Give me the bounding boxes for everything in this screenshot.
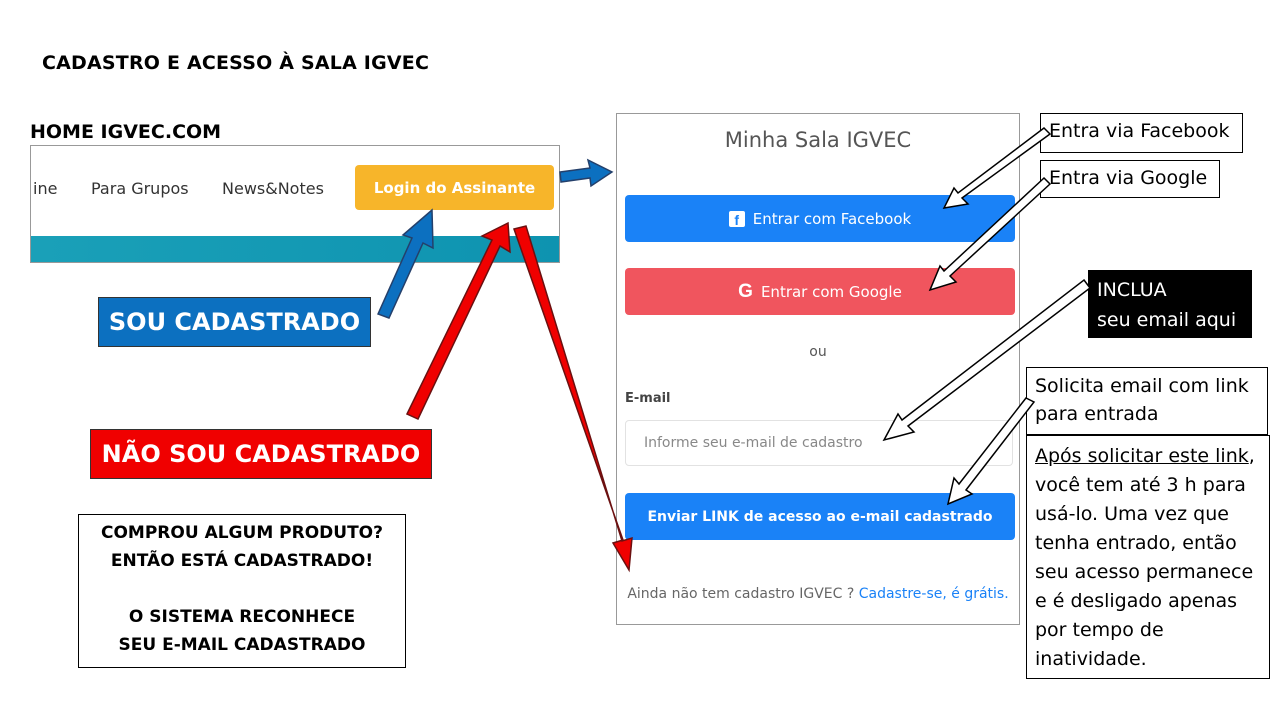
- callout-inclua: INCLUA seu email aqui: [1088, 270, 1252, 338]
- facebook-login-button[interactable]: f Entrar com Facebook: [625, 195, 1015, 242]
- google-button-label: Entrar com Google: [760, 282, 902, 301]
- callout-apos-underlined: Após solicitar este link: [1035, 445, 1249, 467]
- login-assinante-button[interactable]: Login do Assinante: [355, 165, 554, 210]
- note-line-2: ENTÃO ESTÁ CADASTRADO!: [110, 551, 374, 571]
- email-label: E-mail: [625, 391, 671, 406]
- nav-item-news-notes[interactable]: News&Notes: [222, 179, 324, 198]
- google-icon: G: [738, 280, 753, 302]
- callout-solicita-line-2: para entrada: [1035, 403, 1159, 425]
- email-input[interactable]: [625, 420, 1013, 466]
- sou-cadastrado-banner: SOU CADASTRADO: [98, 297, 371, 347]
- signup-footer: Ainda não tem cadastro IGVEC ? Cadastre-…: [617, 586, 1019, 602]
- google-login-button[interactable]: G Entrar com Google: [625, 268, 1015, 315]
- slide-title: CADASTRO E ACESSO À SALA IGVEC: [42, 52, 430, 74]
- callout-apos: Após solicitar este link, você tem até 3…: [1026, 435, 1270, 679]
- note-line-4: SEU E-MAIL CADASTRADO: [118, 635, 366, 655]
- purchase-note-box: COMPROU ALGUM PRODUTO? ENTÃO ESTÁ CADAST…: [78, 514, 406, 668]
- panel-title: Minha Sala IGVEC: [724, 128, 912, 152]
- signup-link[interactable]: Cadastre-se, é grátis.: [858, 586, 1009, 602]
- note-line-1: COMPROU ALGUM PRODUTO?: [101, 523, 383, 543]
- callout-solicita: Solicita email com link para entrada: [1026, 367, 1268, 435]
- callout-solicita-line-1: Solicita email com link: [1035, 375, 1249, 397]
- nav-item-para-grupos[interactable]: Para Grupos: [91, 179, 189, 198]
- teal-bar: [31, 236, 559, 262]
- signup-prompt: Ainda não tem cadastro IGVEC ?: [627, 586, 855, 602]
- callout-apos-rest: , você tem até 3 h para usá-lo. Uma vez …: [1035, 445, 1255, 670]
- callout-google: Entra via Google: [1040, 160, 1220, 198]
- nav-item-online[interactable]: ine: [33, 179, 58, 198]
- facebook-icon: f: [728, 210, 745, 228]
- facebook-button-label: Entrar com Facebook: [752, 209, 912, 228]
- nao-sou-cadastrado-banner: NÃO SOU CADASTRADO: [90, 429, 432, 479]
- callout-facebook: Entra via Facebook: [1040, 113, 1243, 153]
- arrow-login-to-signup: [513, 225, 633, 573]
- login-panel: Minha Sala IGVEC f Entrar com Facebook G…: [616, 113, 1020, 625]
- home-screenshot: ine Para Grupos News&Notes Login do Assi…: [30, 145, 560, 263]
- note-line-3: O SISTEMA RECONHECE: [128, 607, 356, 627]
- callout-inclua-line-2: seu email aqui: [1097, 309, 1237, 331]
- callout-inclua-line-1: INCLUA: [1097, 279, 1167, 301]
- home-label: HOME IGVEC.COM: [30, 121, 222, 143]
- send-link-button[interactable]: Enviar LINK de acesso ao e-mail cadastra…: [625, 493, 1015, 540]
- arrow-home-to-panel: [559, 158, 614, 188]
- or-divider: ou: [809, 344, 827, 360]
